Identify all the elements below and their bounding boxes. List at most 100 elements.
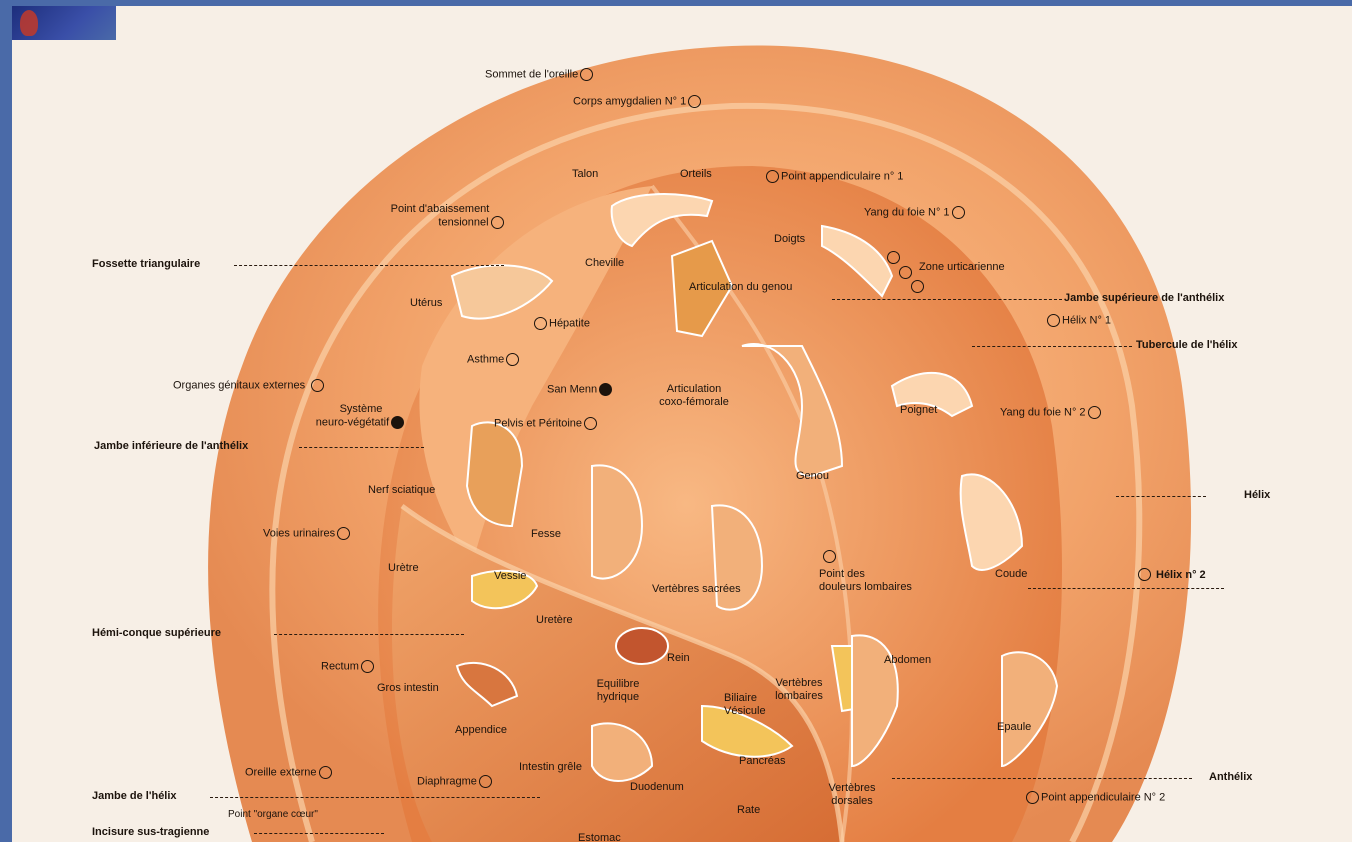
region-uretre: Urètre: [388, 562, 419, 575]
label-jambe-superieure: Jambe supérieure de l'anthélix: [1064, 292, 1224, 305]
label-fossette-triangulaire: Fossette triangulaire: [92, 258, 200, 271]
region-nerf-sciatique: Nerf sciatique: [368, 484, 435, 497]
acupuncture-point-icon: [361, 660, 374, 673]
region-duodenum: Duodenum: [630, 781, 684, 794]
leader-helix-n2: [1028, 588, 1224, 589]
region-genou: Genou: [796, 470, 829, 483]
point-helix-n1: Hélix N° 1: [1045, 314, 1111, 327]
acupuncture-point-icon: [479, 775, 492, 788]
point-label: Rectum: [321, 660, 359, 672]
leader-tubercule: [972, 346, 1132, 347]
acupuncture-point-icon: [491, 216, 504, 229]
kidney-figure: [616, 628, 668, 664]
region-cheville: Cheville: [585, 257, 624, 270]
region-vessie: Vessie: [494, 570, 526, 583]
region-articulation-genou: Articulation du genou: [689, 281, 792, 294]
point-organe-coeur: Point "organe cœur": [228, 808, 318, 821]
point-label-line2: douleurs lombaires: [819, 581, 912, 594]
acupuncture-point-icon: [952, 206, 965, 219]
acupuncture-point-icon: [887, 251, 900, 264]
label-incisure: Incisure sus-tragienne: [92, 826, 209, 839]
leader-jambe-superieure: [832, 299, 1062, 300]
point-hepatite: Hépatite: [532, 317, 590, 330]
acupuncture-point-icon: [506, 353, 519, 366]
point-label: Diaphragme: [417, 775, 477, 787]
point-label: Système: [306, 403, 416, 416]
point-yang-foie-2: Yang du foie N° 2: [1000, 406, 1103, 419]
point-pelvis-peritoine: Pelvis et Péritoine: [494, 417, 599, 430]
acupuncture-point-icon: [911, 280, 924, 293]
point-label: Corps amygdalien N° 1: [573, 95, 686, 107]
leader-anthelix: [892, 778, 1192, 779]
point-label: Sommet de l'oreille: [485, 68, 578, 80]
acupuncture-point-icon: [319, 766, 332, 779]
region-epaule: Epaule: [997, 721, 1031, 734]
point-label: Point des: [819, 568, 912, 581]
label-jambe-inferieure: Jambe inférieure de l'anthélix: [94, 440, 248, 453]
point-label: Pelvis et Péritoine: [494, 417, 582, 429]
region-pancreas: Pancréas: [739, 755, 785, 768]
point-douleurs-lombaires: Point des douleurs lombaires: [819, 568, 912, 594]
region-vertebres-lombaires: Vertèbres lombaires: [764, 677, 834, 703]
point-zone-urticarienne: Zone urticarienne: [919, 261, 1005, 274]
region-estomac: Estomac: [578, 832, 621, 842]
filled-point-icon: [391, 416, 404, 429]
label-helix-n2: Hélix n° 2: [1156, 569, 1206, 582]
region-orteils: Orteils: [680, 168, 712, 181]
region-abdomen: Abdomen: [884, 654, 931, 667]
point-systeme-neuro-vegetatif: Système neuro-végétatif: [306, 403, 416, 429]
point-label: Point d'abaissement: [370, 203, 510, 216]
region-vesicule-biliaire: Biliaire Vésicule: [724, 692, 766, 718]
point-appendiculaire-2: Point appendiculaire N° 2: [1024, 791, 1165, 804]
point-label: Point appendiculaire N° 2: [1041, 791, 1165, 803]
leader-helix: [1116, 496, 1206, 497]
region-vertebres-dorsales: Vertèbres dorsales: [817, 782, 887, 808]
region-rate: Rate: [737, 804, 760, 817]
region-rein: Rein: [667, 652, 690, 665]
label-anthelix: Anthélix: [1209, 771, 1252, 784]
acupuncture-point-icon: [534, 317, 547, 330]
point-label: Yang du foie N° 2: [1000, 406, 1086, 418]
acupuncture-point-icon: [1026, 791, 1039, 804]
point-label: Asthme: [467, 353, 504, 365]
region-talon: Talon: [572, 168, 598, 181]
point-label-line2: tensionnel: [370, 216, 510, 229]
label-helix: Hélix: [1244, 489, 1270, 502]
point-label: Voies urinaires: [263, 527, 335, 539]
point-label: Oreille externe: [245, 766, 317, 778]
region-coude: Coude: [995, 568, 1027, 581]
region-fesse: Fesse: [531, 528, 561, 541]
point-label: San Menn: [547, 383, 597, 395]
point-organes-genitaux: Organes génitaux externes: [173, 379, 326, 392]
point-asthme: Asthme: [467, 353, 521, 366]
acupuncture-point-icon: [1088, 406, 1101, 419]
acupuncture-point-icon: [580, 68, 593, 81]
acupuncture-point-icon: [823, 550, 836, 563]
acupuncture-point-icon: [899, 266, 912, 279]
leader-jambe-helix: [210, 797, 540, 798]
leader-jambe-inferieure: [299, 447, 424, 448]
point-appendiculaire-1: Point appendiculaire n° 1: [764, 170, 903, 183]
acupuncture-point-icon: [311, 379, 324, 392]
label-jambe-helix: Jambe de l'hélix: [92, 790, 177, 803]
ear-chart-frame: Fossette triangulaire Jambe inférieure d…: [12, 6, 1352, 842]
acupuncture-point-icon: [1047, 314, 1060, 327]
point-helix-n2-icon: [1138, 568, 1151, 581]
label-tubercule: Tubercule de l'hélix: [1136, 339, 1237, 352]
point-label: Yang du foie N° 1: [864, 206, 950, 218]
ear-illustration: [12, 6, 1352, 842]
region-uterus: Utérus: [410, 297, 442, 310]
region-uretere: Uretère: [536, 614, 573, 627]
region-doigts: Doigts: [774, 233, 805, 246]
point-sommet-oreille: Sommet de l'oreille: [485, 68, 595, 81]
point-label: Hépatite: [549, 317, 590, 329]
leader-incisure: [254, 833, 384, 834]
acupuncture-point-icon: [766, 170, 779, 183]
point-oreille-externe: Oreille externe: [245, 766, 334, 779]
acupuncture-point-icon: [337, 527, 350, 540]
filled-point-icon: [599, 383, 612, 396]
region-appendice: Appendice: [455, 724, 507, 737]
point-voies-urinaires: Voies urinaires: [263, 527, 352, 540]
label-hemi-conque: Hémi-conque supérieure: [92, 627, 221, 640]
point-abaissement-tensionnel: Point d'abaissement tensionnel: [370, 203, 510, 229]
